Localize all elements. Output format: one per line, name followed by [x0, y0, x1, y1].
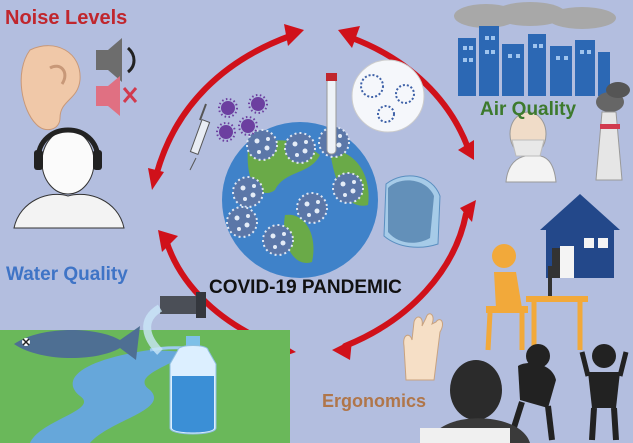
water-bottle-icon — [169, 336, 217, 435]
city-windows — [463, 36, 591, 62]
pipe-icon — [143, 292, 206, 355]
covid-pandemic-title: COVID-19 PANDEMIC — [209, 277, 402, 298]
ergonomics-label: Ergonomics — [322, 391, 427, 411]
fish-icon — [14, 326, 140, 360]
magnified-virus — [351, 59, 425, 133]
city-skyline-icon — [454, 2, 616, 96]
stressed-person-icon — [579, 344, 629, 441]
factory-icon — [595, 82, 630, 181]
face-shield-icon — [383, 175, 441, 248]
raised-hand-icon — [403, 313, 443, 381]
syringe-icon — [189, 103, 211, 171]
test-tube-icon — [326, 73, 337, 155]
desk-worker-icon — [485, 244, 588, 351]
muted-speaker-icon — [96, 76, 138, 116]
arrow-noise-to-center — [153, 33, 293, 179]
noise-levels-label: Noise Levels — [5, 7, 128, 29]
arrow-ergo-to-center — [342, 211, 469, 349]
arrow-center-to-air — [349, 35, 471, 151]
masked-person-icon — [505, 111, 557, 183]
ear-icon — [20, 45, 81, 131]
student-icon — [420, 360, 530, 443]
air-quality-label: Air Quality — [480, 99, 577, 120]
headphones-person-icon — [13, 127, 125, 229]
speaker-icon — [96, 38, 136, 82]
water-quality-label: Water Quality — [6, 264, 128, 285]
seated-person-icon — [507, 344, 556, 441]
